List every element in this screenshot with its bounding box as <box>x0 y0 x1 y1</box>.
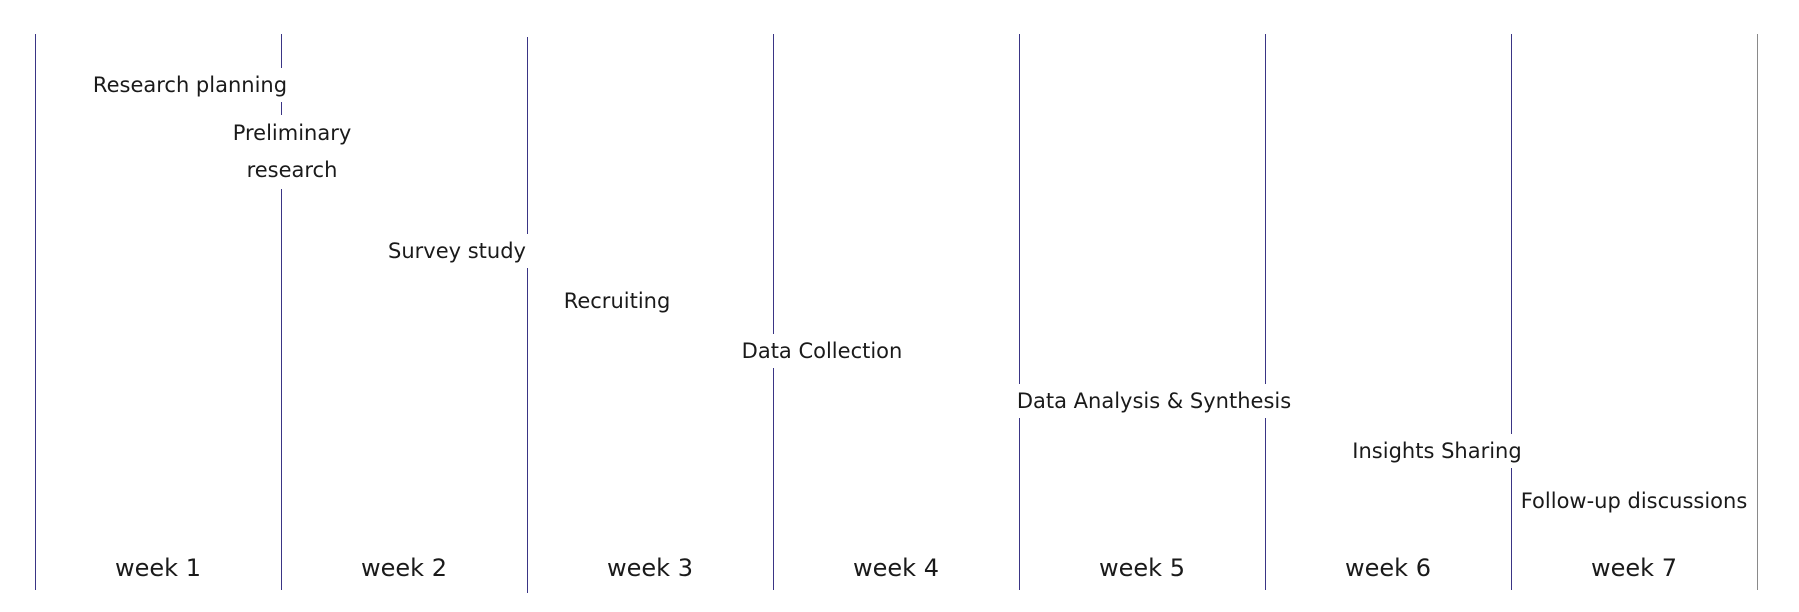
week-label-4: week 4 <box>853 554 939 582</box>
task-data-analysis-synthesis: Data Analysis & Synthesis <box>1012 384 1296 418</box>
week-divider-line <box>1265 34 1267 590</box>
week-divider-line <box>773 34 775 590</box>
task-research-planning: Research planning <box>88 68 292 102</box>
week-divider-line <box>1019 34 1021 590</box>
task-follow-up-discussions: Follow-up discussions <box>1516 484 1752 518</box>
week-label-6: week 6 <box>1345 554 1431 582</box>
week-label-3: week 3 <box>607 554 693 582</box>
week-label-2: week 2 <box>361 554 447 582</box>
week-divider-line <box>1511 34 1513 590</box>
week-divider-line <box>1757 34 1759 590</box>
week-label-1: week 1 <box>115 554 201 582</box>
week-divider-line <box>527 37 529 593</box>
task-insights-sharing: Insights Sharing <box>1348 434 1526 468</box>
task-survey-study: Survey study <box>384 234 530 268</box>
week-label-5: week 5 <box>1099 554 1185 582</box>
week-divider-line <box>281 34 283 590</box>
task-data-collection: Data Collection <box>737 334 907 368</box>
week-label-7: week 7 <box>1591 554 1677 582</box>
task-recruiting: Recruiting <box>559 284 675 318</box>
task-preliminary-research: Preliminary research <box>213 115 371 189</box>
week-divider-line <box>35 34 37 590</box>
